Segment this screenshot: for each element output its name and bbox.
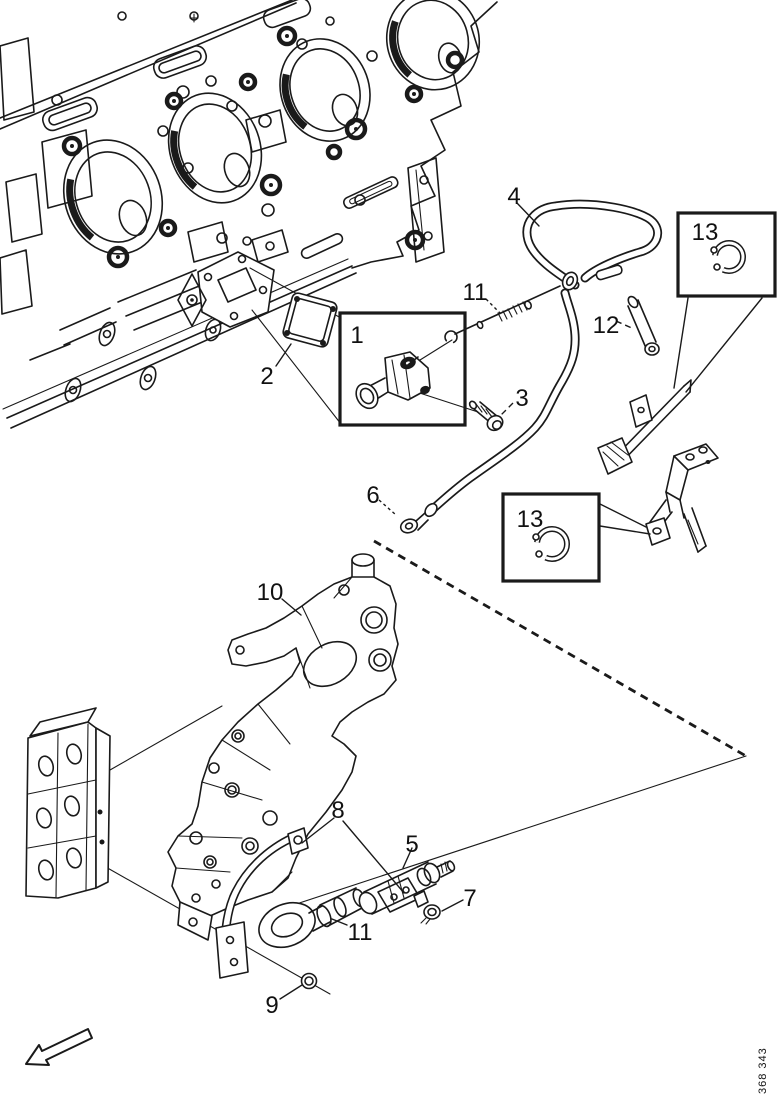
bolt-part: [468, 400, 504, 432]
snap-ring-part-upper: [710, 240, 746, 274]
callout-9: 9: [265, 992, 278, 1019]
callout-13-lower: 13: [517, 506, 544, 533]
side-bosses: [0, 37, 445, 315]
pin-part: [595, 264, 660, 356]
reference-cross: [189, 13, 199, 23]
callout-12: 12: [593, 312, 620, 339]
gallery-slots: [300, 176, 399, 259]
support-bracket-part: [645, 443, 719, 553]
rail-bracket-part: [597, 379, 692, 475]
skirt-ribs: [29, 269, 213, 361]
threaded-rod-part: [454, 285, 561, 335]
nut-part-lower: [300, 972, 318, 990]
small-holes: [51, 11, 378, 246]
snap-ring-box-upper: [676, 211, 777, 298]
valve-assembly-part: [355, 351, 431, 410]
callout-4: 4: [507, 183, 520, 210]
pointer-line: [271, 755, 747, 913]
nut-part: [420, 904, 441, 925]
bolt-bosses: [61, 25, 465, 269]
callout-2: 2: [260, 363, 273, 390]
callout-11-upper: 11: [463, 279, 488, 306]
detail-box-1: [338, 311, 467, 427]
hanging-tabs: [64, 318, 222, 403]
callout-3: 3: [515, 385, 528, 412]
callout-8: 8: [331, 797, 344, 824]
callout-1: 1: [350, 322, 363, 349]
snap-ring-box-lower: [501, 492, 601, 583]
cylinder-part: [358, 860, 456, 915]
pin-stub-part: [595, 264, 623, 281]
drawing-number: 368 343: [757, 1047, 769, 1094]
fitting-part: [399, 512, 429, 534]
callout-7: 7: [463, 885, 476, 912]
washer-ring-icon: [444, 330, 458, 344]
cylinder-bores: [62, 0, 481, 255]
gasket-part: [282, 292, 338, 348]
callout-11-lower: 11: [348, 919, 373, 946]
hose-part: [424, 199, 662, 518]
bracket-arm-part: [215, 827, 309, 979]
callout-13-upper: 13: [692, 219, 719, 246]
mounting-bracket-part: [167, 553, 399, 941]
engine-block-illustration: [0, 0, 498, 429]
callout-5: 5: [405, 831, 418, 858]
spacer-block-part: [25, 707, 111, 899]
leader-lines: [279, 202, 635, 1000]
callout-10: 10: [257, 579, 284, 606]
snap-ring-part-lower: [532, 526, 570, 562]
water-jacket-openings: [42, 0, 312, 132]
exploded-view-dashed-line: [373, 539, 747, 758]
callout-6: 6: [366, 482, 379, 509]
orientation-arrow-icon: [25, 1028, 93, 1066]
